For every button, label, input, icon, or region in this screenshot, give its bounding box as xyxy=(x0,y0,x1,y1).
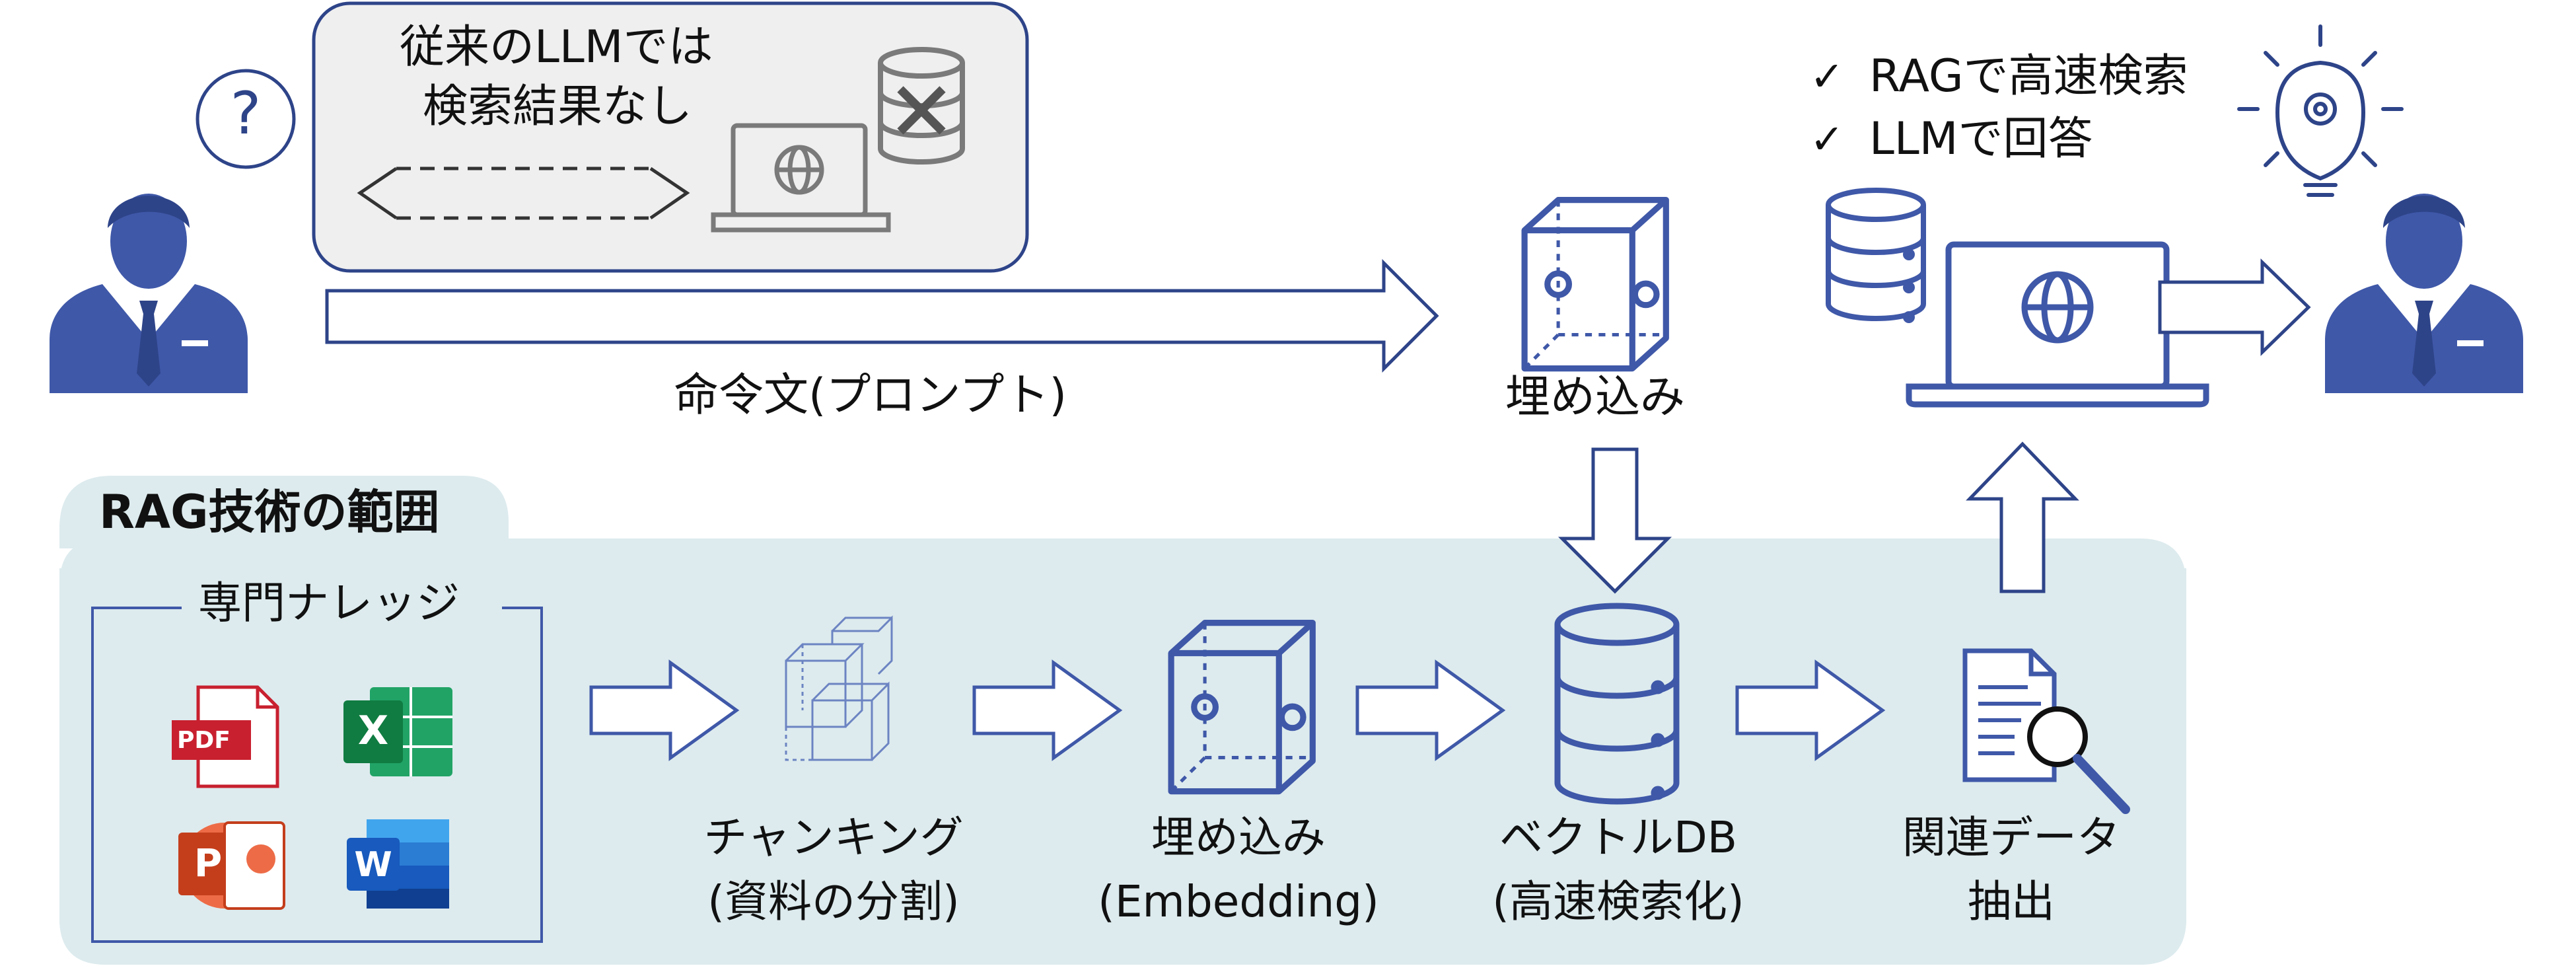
powerpoint-icon xyxy=(178,821,285,910)
document-search-icon xyxy=(1962,648,2130,814)
prompt-label: 命令文(プロンプト) xyxy=(674,369,1067,422)
prompt-arrow xyxy=(325,258,1439,373)
knowledge-title: 専門ナレッジ xyxy=(198,577,460,628)
checklist-item-1: RAGで高速検索 xyxy=(1869,50,2188,102)
word-icon-label: W xyxy=(354,845,392,885)
chunking-icon xyxy=(785,615,893,761)
powerpoint-icon-label: P xyxy=(194,840,223,885)
user-right-icon xyxy=(2325,194,2523,393)
step-embedding-line2: (Embedding) xyxy=(1098,876,1379,927)
step-chunking-line1: チャンキング xyxy=(703,812,964,863)
step-vectordb-line1: ベクトルDB xyxy=(1499,812,1738,863)
checklist-item-2: LLMで回答 xyxy=(1869,113,2093,165)
up-arrow xyxy=(1966,441,2079,593)
embed-top-cube-icon xyxy=(1524,200,1666,369)
excel-icon-label: X xyxy=(357,708,389,754)
step-chunking-line2: (資料の分割) xyxy=(707,876,960,927)
pdf-icon-label: PDF xyxy=(177,727,231,754)
db-error-icon xyxy=(878,47,965,165)
db-small-icon xyxy=(1826,188,1926,323)
check-glyph-1: ✓ xyxy=(1810,52,1844,100)
rag-section-title: RAG技術の範囲 xyxy=(99,485,440,539)
step-extract-line1: 関連データ xyxy=(1902,812,2120,863)
callout-box xyxy=(312,1,1029,273)
step-vectordb-line2: (高速検索化) xyxy=(1492,876,1744,927)
answer-arrow xyxy=(2158,258,2311,356)
callout-line1: 従来のLLMでは xyxy=(400,21,713,73)
knowledge-box xyxy=(91,607,543,943)
down-arrow xyxy=(1557,447,1672,594)
embed-top-label: 埋め込み xyxy=(1505,371,1686,424)
callout-line2: 検索結果なし xyxy=(423,81,693,133)
check-glyph-2: ✓ xyxy=(1810,115,1844,163)
pdf-icon xyxy=(172,685,279,788)
laptop-gray-icon xyxy=(711,123,891,233)
step-embedding-line1: 埋め込み xyxy=(1151,812,1326,863)
lightbulb-gear-icon xyxy=(2237,24,2404,197)
word-icon xyxy=(347,819,449,909)
user-left-icon xyxy=(50,69,296,393)
step-extract-line2: 抽出 xyxy=(1968,876,2055,927)
rag-area-background xyxy=(59,476,2186,965)
excel-icon xyxy=(343,687,452,776)
question-mark: ? xyxy=(230,79,262,147)
